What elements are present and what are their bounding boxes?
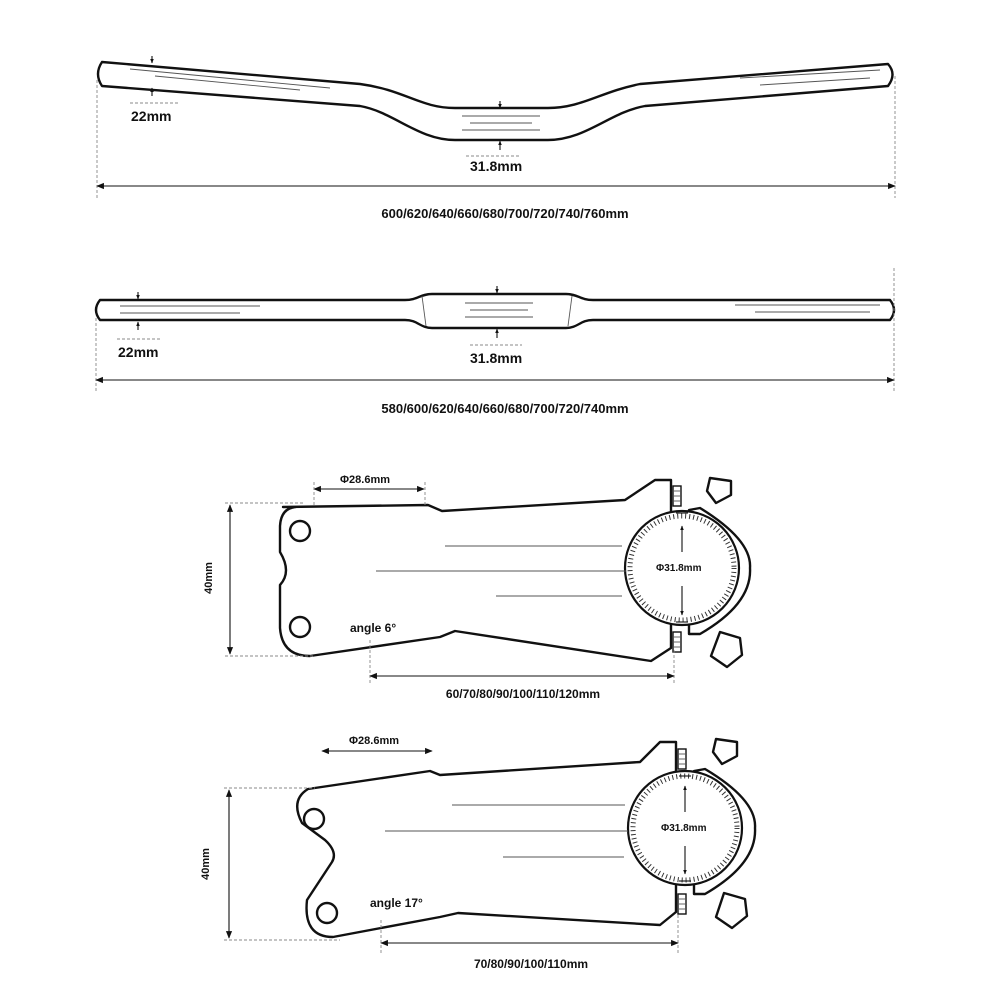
stem-angle-17: Φ28.6mm 40mm Φ31.8mm angle 17° 70/80/90/… — [200, 735, 757, 971]
stem-17-length-label: 70/80/90/100/110mm — [474, 957, 588, 971]
stem-6-body — [278, 478, 673, 663]
stem-angle-6: Φ28.6mm 40mm Φ31.8mm angle 6° 60/70/80/9… — [203, 474, 752, 701]
stem-6-height-label: 40mm — [203, 562, 215, 594]
flat-grip-label: 22mm — [118, 344, 158, 360]
stem-17-clamp-label: Φ31.8mm — [661, 823, 707, 834]
stem-6-clamp-label: Φ31.8mm — [656, 563, 702, 574]
stem-17-bolt-hole-bottom — [315, 901, 339, 925]
stem-6-angle-label: angle 6° — [350, 621, 396, 635]
stem-17-steerer-label: Φ28.6mm — [349, 735, 399, 747]
stem-17-body — [296, 740, 678, 939]
riser-grip-label: 22mm — [131, 108, 171, 124]
riser-clamp-label: 31.8mm — [470, 158, 522, 174]
stem-17-bolt-hole-top — [302, 807, 326, 831]
stem-6-steerer-label: Φ28.6mm — [340, 474, 390, 486]
riser-width-label: 600/620/640/660/680/700/720/740/760mm — [381, 206, 628, 221]
flat-bar-outline — [94, 292, 896, 330]
stem-6-bolt-hole-bottom — [288, 615, 312, 639]
flat-handlebar: 22mm 31.8mm 580/600/620/640/660/680/700/… — [94, 268, 896, 416]
riser-bar-outline — [96, 60, 894, 142]
stem-6-bolt-hole-top — [288, 519, 312, 543]
riser-handlebar: 22mm 31.8mm 600/620/640/660/680/700/720/… — [96, 56, 896, 221]
stem-6-length-label: 60/70/80/90/100/110/120mm — [446, 687, 600, 701]
flat-width-label: 580/600/620/640/660/680/700/720/740mm — [381, 401, 628, 416]
stem-17-height-label: 40mm — [200, 848, 212, 880]
flat-clamp-label: 31.8mm — [470, 350, 522, 366]
stem-17-angle-label: angle 17° — [370, 896, 423, 910]
